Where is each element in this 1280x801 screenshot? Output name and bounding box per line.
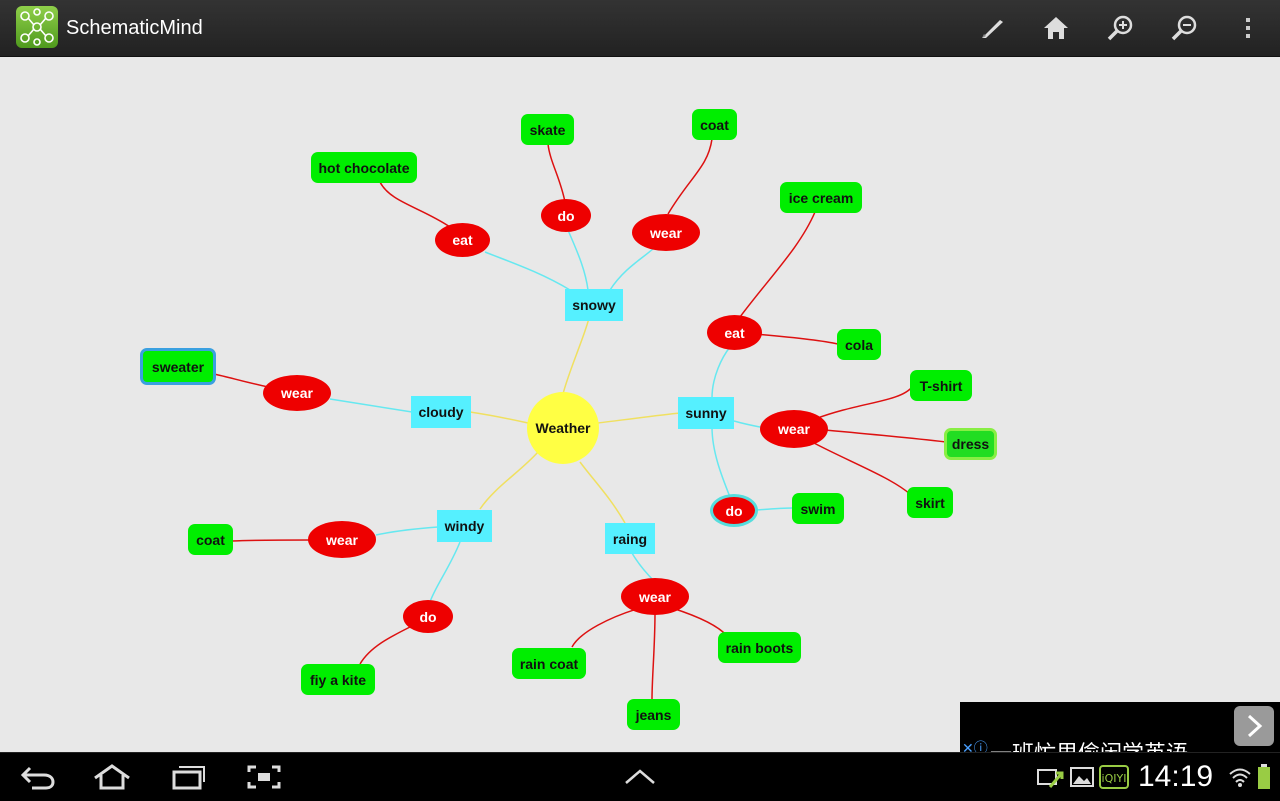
leaf-skirt[interactable]: skirt: [907, 487, 953, 518]
iqiyi-app-icon: iQIYI: [1096, 759, 1132, 795]
overflow-menu-button[interactable]: [1228, 8, 1268, 48]
expand-tray-button[interactable]: [616, 759, 664, 795]
line-cloudy-wear: [329, 398, 413, 413]
leaf-hot-chocolate[interactable]: hot chocolate: [311, 152, 417, 183]
line-do-swim: [756, 507, 794, 511]
line-center-windy: [479, 451, 539, 510]
leaf-tshirt[interactable]: T-shirt: [910, 370, 972, 401]
action-sunny-eat[interactable]: eat: [707, 315, 762, 350]
leaf-cola[interactable]: cola: [837, 329, 881, 360]
leaf-jeans[interactable]: jeans: [627, 699, 680, 730]
zoom-in-icon: [1107, 15, 1133, 41]
line-wear-coat-snowy: [667, 138, 713, 215]
line-sunny-eat: [711, 346, 731, 399]
line-eat-cola: [754, 333, 839, 345]
ad-banner[interactable]: ✕ⓘ 一班忙里偷闲学英语: [960, 702, 1280, 752]
line-center-sunny: [597, 412, 681, 424]
line-windy-wear: [375, 526, 439, 536]
recent-apps-button[interactable]: [164, 759, 212, 795]
line-snowy-do: [567, 229, 589, 291]
action-cloudy-wear[interactable]: wear: [263, 375, 331, 411]
screenshot-button[interactable]: [240, 759, 288, 795]
leaf-rain-coat[interactable]: rain coat: [512, 648, 586, 679]
zoom-in-button[interactable]: [1100, 8, 1140, 48]
line-wear-skirt: [811, 441, 911, 495]
sync-status-icon: [1028, 759, 1072, 795]
back-icon: [20, 766, 55, 790]
line-center-raing: [579, 461, 626, 524]
back-button[interactable]: [14, 759, 62, 795]
action-windy-do[interactable]: do: [403, 600, 453, 633]
line-wear-raincoat: [571, 607, 641, 648]
chevron-up-icon: [625, 769, 655, 784]
zoom-out-icon: [1171, 15, 1197, 41]
screenshot-icon: [247, 765, 281, 789]
line-do-flykite: [359, 626, 411, 665]
action-sunny-wear[interactable]: wear: [760, 410, 828, 448]
category-cloudy[interactable]: cloudy: [411, 396, 471, 428]
home-nav-button[interactable]: [88, 759, 136, 795]
line-wear-sweater: [213, 373, 269, 388]
leaf-coat-windy[interactable]: coat: [188, 524, 233, 555]
system-navigation-bar: iQIYI 14:19: [0, 752, 1280, 801]
clock: 14:19: [1138, 760, 1214, 793]
svg-text:iQIYI: iQIYI: [1102, 772, 1127, 785]
line-sunny-do: [711, 426, 731, 498]
action-raing-wear[interactable]: wear: [621, 578, 689, 615]
connection-lines: [213, 138, 947, 700]
app-title: SchematicMind: [66, 17, 203, 39]
category-raing[interactable]: raing: [605, 523, 655, 554]
leaf-ice-cream[interactable]: ice cream: [780, 182, 862, 213]
line-eat-hotchocolate: [379, 181, 451, 228]
line-snowy-wear: [609, 246, 656, 291]
action-windy-wear[interactable]: wear: [308, 521, 376, 558]
line-wear-dress: [824, 429, 947, 443]
pen-button[interactable]: [972, 8, 1012, 48]
ad-next-button[interactable]: [1234, 706, 1274, 746]
leaf-sweater[interactable]: sweater: [140, 348, 216, 385]
leaf-coat-snowy[interactable]: coat: [692, 109, 737, 140]
action-snowy-eat[interactable]: eat: [435, 223, 490, 257]
pen-icon: [982, 20, 1003, 38]
line-windy-do: [429, 541, 461, 603]
leaf-swim[interactable]: swim: [792, 493, 844, 524]
overflow-menu-icon: [1246, 18, 1250, 38]
line-center-cloudy: [469, 411, 529, 424]
recent-apps-icon: [172, 766, 205, 790]
action-sunny-do[interactable]: do: [710, 494, 758, 527]
leaf-rain-boots[interactable]: rain boots: [718, 632, 801, 663]
action-bar: SchematicMind: [0, 0, 1280, 57]
zoom-out-button[interactable]: [1164, 8, 1204, 48]
ad-close-icon[interactable]: ✕ⓘ: [962, 740, 988, 752]
home-outline-icon: [94, 764, 130, 790]
home-icon: [1044, 17, 1068, 39]
app-logo-icon[interactable]: [16, 6, 58, 48]
mindmap-canvas[interactable]: Weather snowy sunny cloudy windy raing e…: [0, 57, 1280, 752]
line-snowy-eat: [484, 251, 571, 291]
line-eat-icecream: [739, 211, 816, 318]
line-wear-tshirt: [814, 386, 913, 420]
leaf-skate[interactable]: skate: [521, 114, 574, 145]
leaf-dress[interactable]: dress: [944, 428, 997, 460]
gallery-notification-icon: [1064, 759, 1100, 795]
category-snowy[interactable]: snowy: [565, 289, 623, 321]
category-sunny[interactable]: sunny: [678, 397, 734, 429]
action-snowy-do[interactable]: do: [541, 199, 591, 232]
center-node[interactable]: Weather: [527, 392, 599, 464]
home-button[interactable]: [1036, 8, 1076, 48]
line-wear-coat-windy: [231, 539, 311, 542]
line-wear-jeans: [651, 611, 656, 700]
ad-text: 一班忙里偷闲学英语: [990, 736, 1188, 752]
leaf-fly-kite[interactable]: fiy a kite: [301, 664, 375, 695]
line-do-skate: [547, 143, 566, 203]
chevron-right-icon: [1247, 714, 1263, 738]
battery-icon: [1252, 759, 1276, 795]
wifi-icon: [1222, 759, 1258, 795]
category-windy[interactable]: windy: [437, 510, 492, 542]
action-snowy-wear[interactable]: wear: [632, 214, 700, 251]
